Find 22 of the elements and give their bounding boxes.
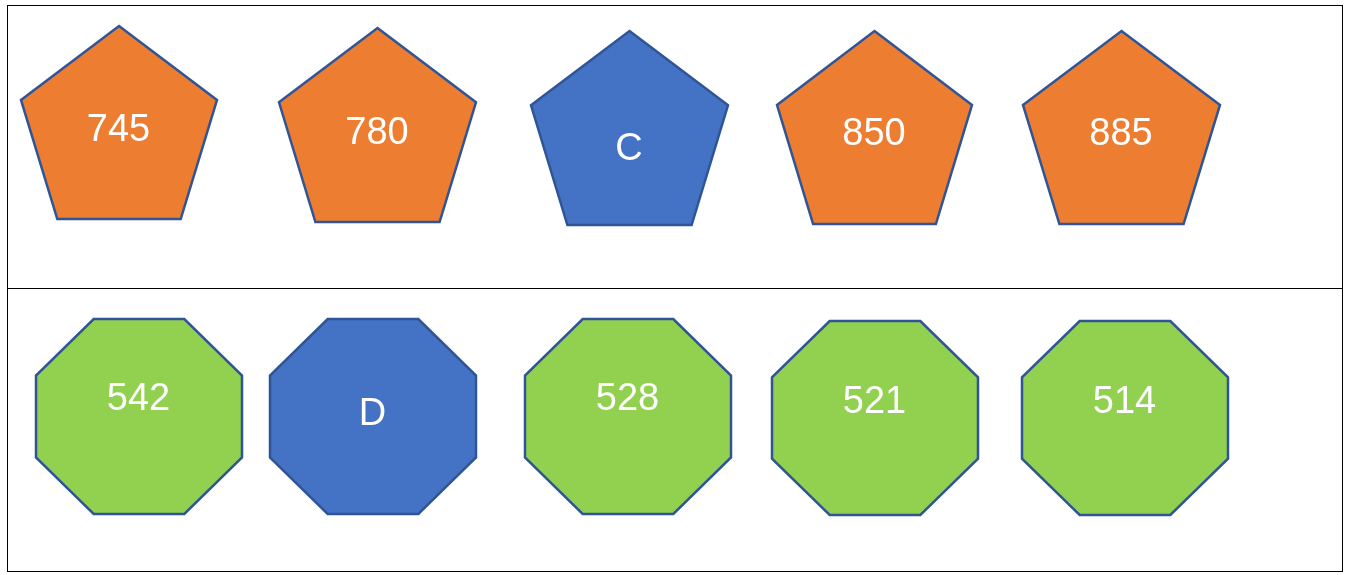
octagon: [269, 318, 476, 514]
row-panel: [7, 5, 1343, 290]
pentagon: [530, 30, 728, 225]
node-label: 850: [842, 112, 906, 151]
octagon: [1021, 320, 1228, 515]
node-label: 521: [842, 380, 907, 419]
octagon: [35, 318, 242, 514]
node-label: 780: [345, 111, 409, 150]
node-label: 542: [106, 377, 171, 416]
row-panel: [7, 288, 1343, 572]
node-label: 528: [595, 377, 660, 416]
pentagon: [20, 25, 217, 219]
node-label: C: [615, 127, 643, 166]
pentagon: [1022, 30, 1220, 224]
octagon: [524, 318, 731, 514]
node-label: 514: [1092, 380, 1157, 419]
pentagon: [776, 30, 972, 224]
node-label: D: [358, 392, 387, 431]
octagon: [771, 320, 978, 515]
pentagon: [278, 27, 476, 222]
node-label: 885: [1089, 112, 1153, 151]
node-label: 745: [86, 108, 151, 147]
